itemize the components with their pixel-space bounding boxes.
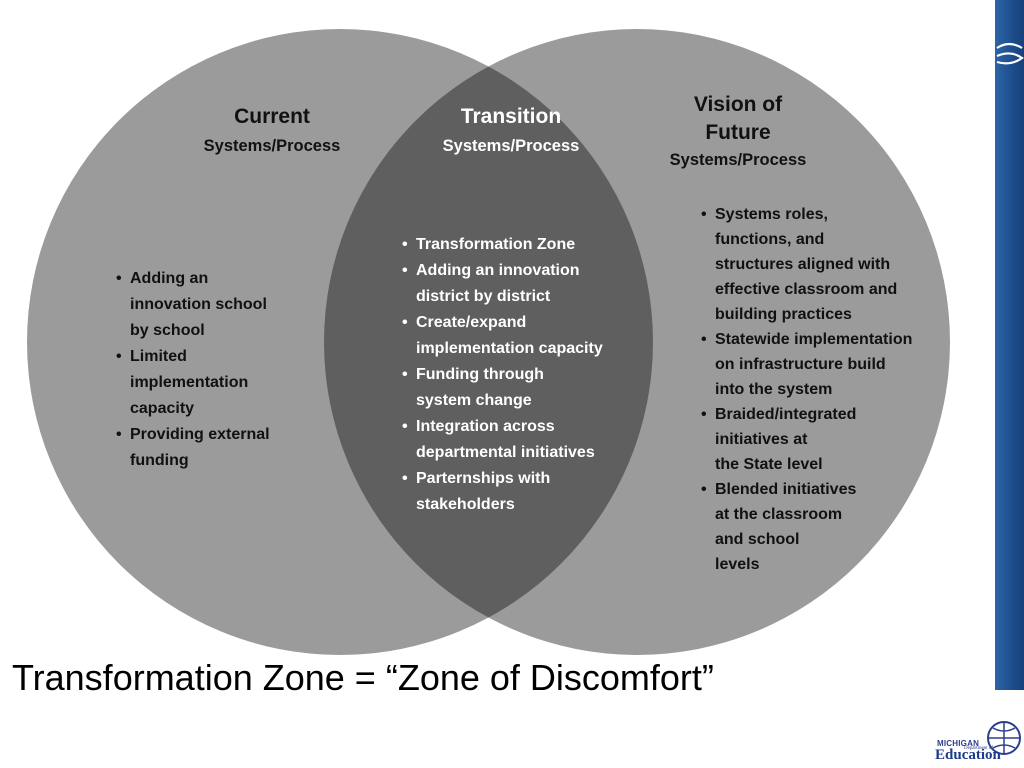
current-title: Current: [234, 105, 310, 128]
bullet-line: Adding an: [130, 270, 208, 287]
bullet-line: Systems roles,: [715, 206, 828, 223]
bullet-line: capacity: [130, 400, 194, 417]
bullet-line: Transformation Zone: [416, 236, 575, 253]
bullet-line: district by district: [416, 288, 551, 305]
bullet-dot-icon: •: [701, 406, 707, 423]
transition-title: Transition: [461, 105, 561, 128]
bullet-line: departmental initiatives: [416, 444, 595, 461]
bullet-dot-icon: •: [701, 206, 707, 223]
bullet-line: Providing external: [130, 426, 270, 443]
transition-bullet-list: • Transformation Zone • Adding an innovatio…: [402, 236, 603, 513]
slide-caption: Transformation Zone = “Zone of Discomfor…: [12, 657, 714, 698]
logo-line1: MICHIGAN: [937, 739, 980, 748]
bullet-dot-icon: •: [402, 236, 408, 253]
bullet-line: building practices: [715, 306, 852, 323]
bullet-line: Blended initiatives: [715, 481, 856, 498]
bullet-line: Braided/integrated: [715, 406, 856, 423]
bullet-line: Adding an innovation: [416, 262, 580, 279]
logo-line2: Department of: [964, 746, 994, 751]
future-title-line2: Future: [705, 121, 770, 144]
transition-overlap: [324, 29, 653, 655]
transition-subtitle: Systems/Process: [443, 137, 580, 155]
michigan-education-logo: [930, 718, 1024, 766]
swirl-logo-icon: [996, 42, 1024, 65]
bullet-line: innovation school: [130, 296, 267, 313]
bullet-line: Statewide implementation: [715, 331, 912, 348]
bullet-line: and school: [715, 531, 799, 548]
future-subtitle: Systems/Process: [670, 151, 807, 169]
bullet-line: at the classroom: [715, 506, 842, 523]
bullet-line: effective classroom and: [715, 281, 897, 298]
bullet-line: Funding through: [416, 366, 544, 383]
logo-line3: Education: [935, 747, 1001, 763]
bullet-line: on infrastructure build: [715, 356, 886, 373]
bullet-line: Parternships with: [416, 470, 550, 487]
future-title: Vision of: [694, 93, 783, 116]
bullet-dot-icon: •: [402, 418, 408, 435]
bullet-line: functions, and: [715, 231, 824, 248]
bullet-line: into the system: [715, 381, 832, 398]
bullet-line: structures aligned with: [715, 256, 890, 273]
bullet-dot-icon: •: [402, 314, 408, 331]
future-bullet-list: • Systems roles, functions, and structures …: [701, 206, 912, 573]
current-subtitle: Systems/Process: [204, 137, 341, 155]
bullet-line: Create/expand: [416, 314, 526, 331]
bullet-dot-icon: •: [402, 366, 408, 383]
bullet-line: implementation: [130, 374, 248, 391]
bullet-line: initiatives at: [715, 431, 808, 448]
bullet-dot-icon: •: [116, 348, 122, 365]
current-bullet-list: • Adding an innovation school by school • Lim…: [116, 270, 270, 469]
globe-logo-icon: [987, 721, 1021, 755]
bullet-line: the State level: [715, 456, 823, 473]
bullet-dot-icon: •: [402, 262, 408, 279]
bullet-dot-icon: •: [116, 426, 122, 443]
side-accent-bar: [995, 0, 1024, 690]
bullet-dot-icon: •: [701, 481, 707, 498]
bullet-line: funding: [130, 452, 189, 469]
bullet-line: Limited: [130, 348, 187, 365]
bullet-line: levels: [715, 556, 760, 573]
bullet-line: stakeholders: [416, 496, 515, 513]
bullet-dot-icon: •: [116, 270, 122, 287]
bullet-line: implementation capacity: [416, 340, 603, 357]
bullet-line: Integration across: [416, 418, 555, 435]
bullet-line: system change: [416, 392, 532, 409]
bullet-dot-icon: •: [701, 331, 707, 348]
bullet-line: by school: [130, 322, 205, 339]
bullet-dot-icon: •: [402, 470, 408, 487]
